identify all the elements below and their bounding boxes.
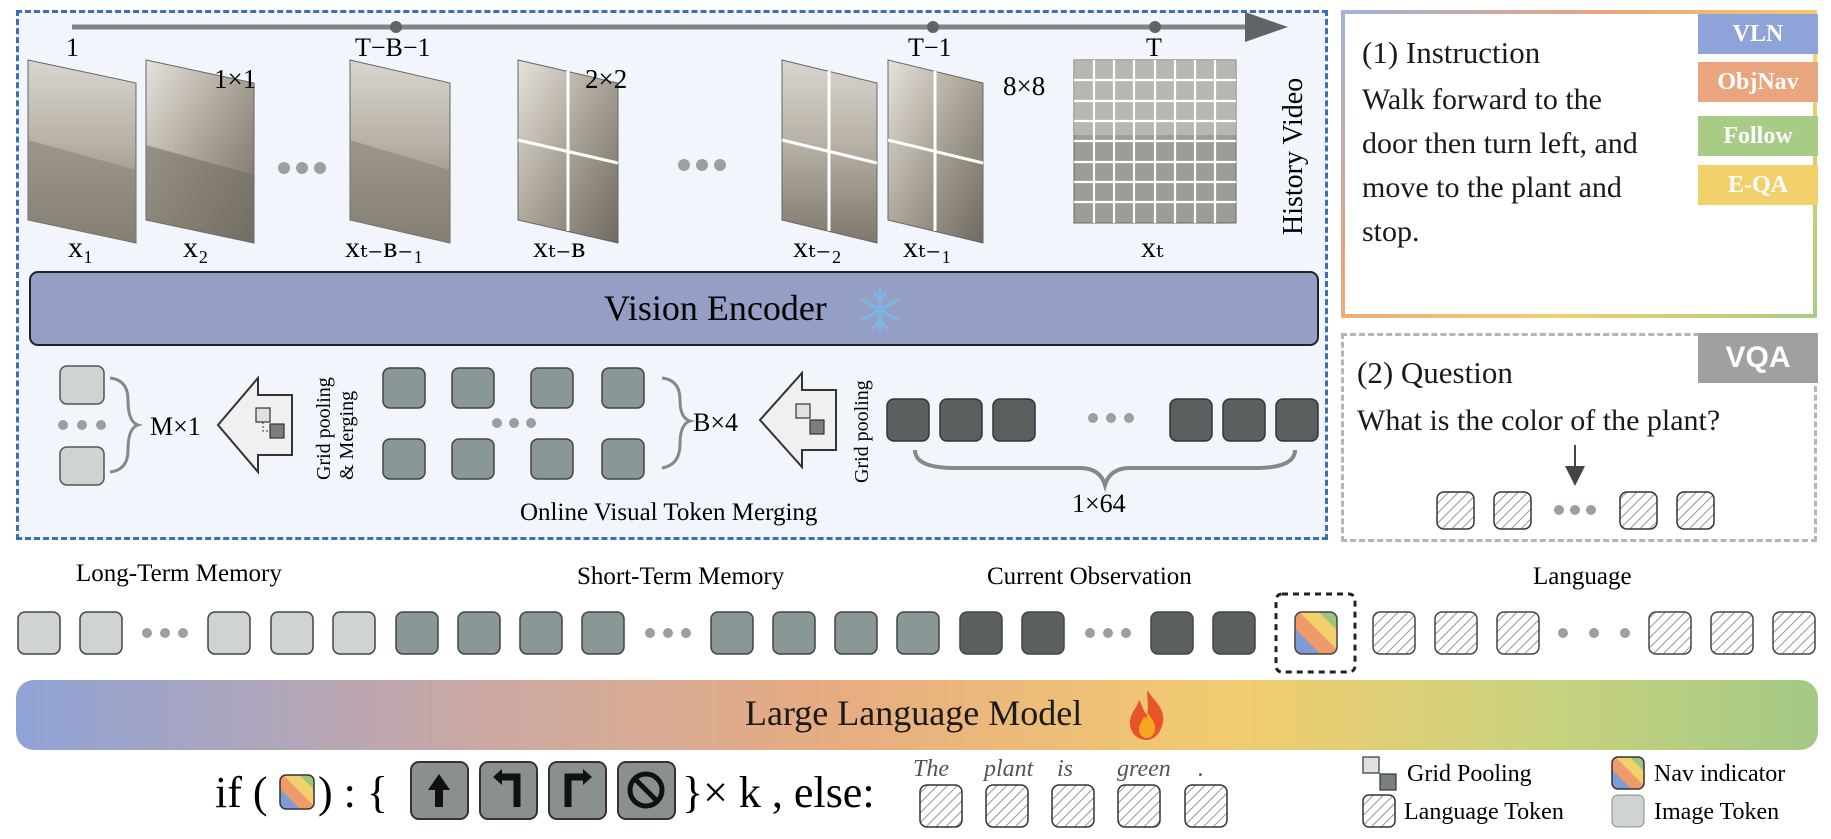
nav-indicator-highlight	[1274, 592, 1357, 674]
answer-word: green	[1117, 756, 1171, 782]
turn-left-icon	[479, 761, 538, 820]
tick-label: T	[1146, 33, 1162, 62]
current-observation-label: Current Observation	[987, 563, 1192, 590]
grid-size-label: 8×8	[1003, 71, 1045, 101]
question-heading: (2) Question	[1357, 355, 1513, 390]
question-tokens	[1436, 445, 1715, 530]
m-count-label: M×1	[150, 412, 201, 441]
merging-title: Online Visual Token Merging	[520, 499, 818, 526]
instruction-heading: (1) Instruction	[1362, 35, 1541, 70]
llm-label: Large Language Model	[745, 693, 1083, 733]
instruction-text: Walk forward to the door then turn left,…	[1362, 78, 1692, 254]
image-token-legend-icon	[1611, 794, 1645, 828]
frame-label: xₜ₋₁	[903, 231, 952, 264]
fire-icon	[1129, 690, 1164, 740]
tick-label: T−1	[908, 33, 952, 62]
token-count-label: 1×64	[1072, 489, 1126, 518]
instruction-line: move to the plant and	[1362, 171, 1622, 204]
frame-xt-b	[517, 59, 619, 244]
pool-label: Grid pooling	[851, 380, 873, 483]
grid-pooling-legend-icon	[1362, 756, 1380, 774]
frame-xt-2	[781, 59, 878, 244]
frame-label: xₜ₋ʙ₋₁	[345, 231, 424, 264]
instruction-line: stop.	[1362, 215, 1420, 248]
answer-word: is	[1057, 756, 1073, 782]
pool-merge-label: Grid pooling	[313, 377, 335, 480]
vln-tag: VLN	[1698, 14, 1818, 54]
legend-language-token: Language Token	[1404, 799, 1564, 825]
legend-image-token: Image Token	[1654, 799, 1779, 825]
frame-label: x₁	[68, 231, 93, 264]
times-k-text: }× k , else:	[682, 768, 875, 817]
question-panel	[1341, 333, 1817, 542]
legend-nav-indicator: Nav indicator	[1654, 761, 1785, 787]
timeline-tick	[927, 21, 939, 33]
nav-indicator-legend-icon	[1611, 756, 1645, 790]
frame-x1	[27, 59, 137, 244]
language-label: Language	[1533, 563, 1632, 590]
instruction-line: Walk forward to the	[1362, 83, 1602, 116]
frame-label: xₜ₋ʙ	[533, 231, 585, 264]
snowflake-icon	[860, 288, 900, 332]
ellipsis	[278, 159, 726, 174]
question-text: What is the color of the plant?	[1357, 404, 1721, 437]
output-row: if ( ) : { }× k , else: The plant is gre…	[215, 756, 1228, 828]
llm-bar	[16, 680, 1818, 750]
nav-indicator-token	[279, 774, 315, 810]
frame-xt-grid	[1073, 59, 1237, 224]
answer-word: The	[913, 756, 949, 782]
current-obs-tokens	[886, 398, 1319, 442]
colon-text: ) : {	[318, 768, 388, 817]
vision-encoder-label: Vision Encoder	[604, 288, 827, 328]
merged-memory-tokens: M×1	[58, 365, 201, 486]
grid-pooling-icon	[255, 407, 271, 423]
grid-pooling-arrow	[758, 370, 837, 470]
tick-label: T−B−1	[355, 33, 431, 62]
frame-label: xₜ₋₂	[793, 231, 842, 264]
if-text: if (	[215, 768, 268, 817]
legend-grid-pooling: Grid Pooling	[1407, 761, 1532, 787]
frame-x2	[145, 59, 255, 244]
answer-word: plant	[982, 756, 1035, 782]
frame-xt-b-1	[349, 59, 451, 244]
grid-size-label: 2×2	[585, 64, 627, 94]
answer-word: .	[1198, 756, 1204, 782]
short-term-tokens	[382, 367, 645, 480]
timeline-tick	[1149, 21, 1161, 33]
eqa-tag: E-QA	[1698, 165, 1818, 205]
turn-right-icon	[548, 761, 607, 820]
frame-label: x₂	[183, 231, 208, 264]
grid-size-label: 1×1	[214, 64, 256, 94]
legend: Grid Pooling Nav indicator Language Toke…	[1362, 756, 1785, 828]
follow-tag: Follow	[1698, 116, 1818, 156]
action-up-icon	[410, 761, 469, 820]
timeline: 1 T−B−1 T−1 T History Video	[66, 12, 1309, 235]
short-term-memory-label: Short-Term Memory	[577, 563, 785, 590]
token-sequence	[17, 611, 1816, 655]
grid-pooling-merge-arrow	[216, 375, 293, 475]
stop-icon	[617, 761, 676, 820]
frame-xt-1	[887, 59, 984, 244]
vision-encoder-block: Vision Encoder	[29, 271, 1319, 346]
b-count-label: B×4	[693, 408, 738, 437]
language-token-legend-icon	[1362, 794, 1396, 828]
instruction-line: door then turn left, and	[1362, 127, 1638, 160]
frame-label: xₜ	[1141, 231, 1164, 264]
tick-label: 1	[66, 33, 79, 62]
objnav-tag: ObjNav	[1698, 62, 1818, 102]
timeline-tick	[390, 21, 402, 33]
history-video-label: History Video	[1278, 78, 1309, 235]
vqa-tag: VQA	[1698, 333, 1818, 383]
long-term-memory-label: Long-Term Memory	[76, 560, 282, 587]
pool-merge-label: & Merging	[336, 391, 358, 480]
